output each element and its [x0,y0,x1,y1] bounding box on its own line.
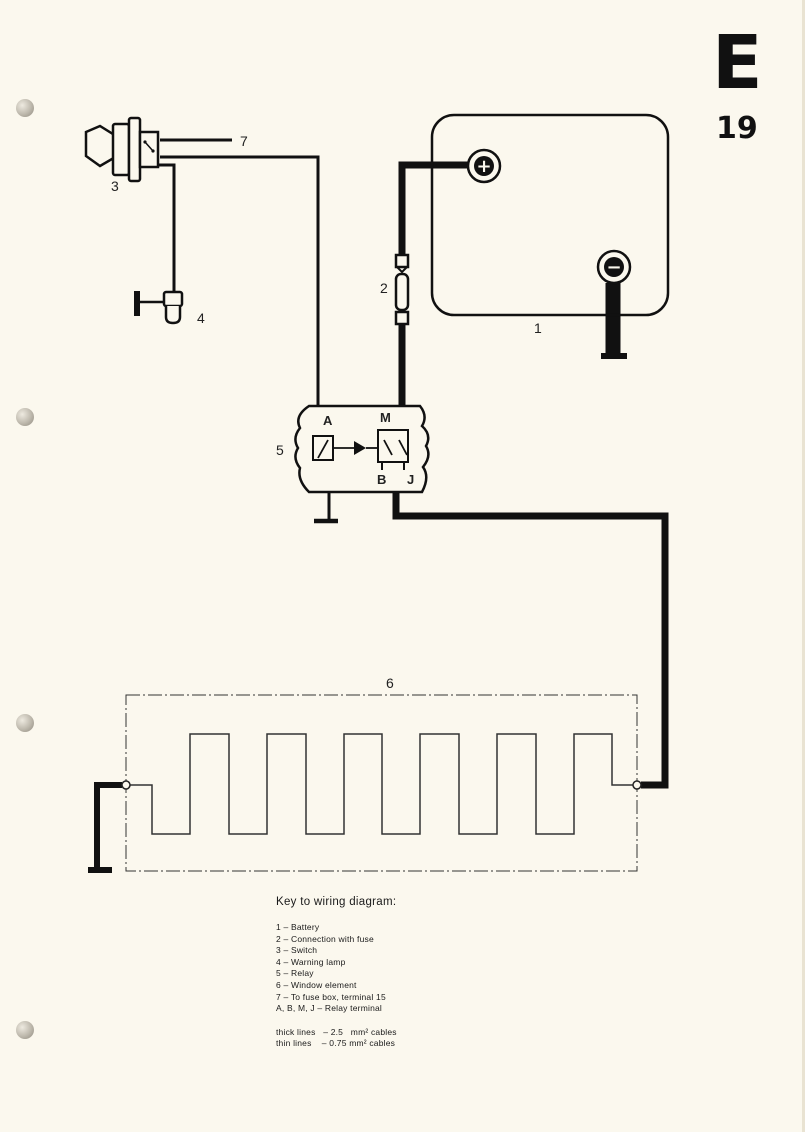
section-letter: E [712,20,763,106]
lamp-socket [162,290,184,308]
wire-fuse-to-battery-positive [398,161,468,255]
switch [84,116,160,183]
key-item: 3 – Switch [276,945,318,956]
heating-grid [127,733,637,835]
battery-case [430,113,670,317]
relay-terminal-b-label: B [377,472,386,487]
key-item: 6 – Window element [276,979,357,990]
label-window-element: 6 [386,675,394,691]
binder-hole-1 [16,99,34,117]
key-title: Key to wiring diagram: [276,896,397,908]
binder-hole-4 [16,1021,34,1039]
key-list: 1 – Battery 2 – Connection with fuse 3 –… [276,922,397,1015]
relay [294,404,430,494]
key-item: 1 – Battery [276,922,320,932]
fuse-holder-top [394,253,410,269]
key-item: 2 – Connection with fuse [276,933,374,944]
wire-relay-j-to-window-element [392,476,669,789]
switch-bezel [111,122,131,177]
page-edge [802,0,805,1132]
switch-body [138,130,160,169]
binder-hole-3 [16,714,34,732]
binder-hole-2 [16,408,34,426]
cable-note-thick: thick lines – 2.5 mm² cables [276,1026,397,1037]
cable-note-thin: thin lines – 0.75 mm² cables [276,1038,396,1049]
battery-positive-symbol: + [476,156,491,177]
section-number: 19 [716,111,758,146]
warning-lamp [134,290,184,325]
label-fuse-connection: 2 [380,280,388,296]
switch-flange [127,116,142,183]
window-element-terminal-right [632,780,642,790]
relay-contacts [377,429,409,463]
relay-actuator-arrow [354,441,366,455]
battery [430,113,670,317]
battery-negative-symbol: − [606,257,621,278]
cable-notes: thick lines – 2.5 mm² cables thin lines … [276,1027,397,1050]
relay-terminal-m-label: M [380,410,391,425]
lamp-bulb [164,306,182,325]
fuse-body [394,272,410,312]
label-switch: 3 [111,178,119,194]
relay-terminal-a-label: A [323,413,333,428]
label-warning-lamp: 4 [197,310,205,326]
wiring-key: Key to wiring diagram: 1 – Battery 2 – C… [276,896,397,1050]
key-item: 7 – To fuse box, terminal 15 [276,991,386,1002]
relay-terminal-j-label: J [407,472,414,487]
label-relay: 5 [276,442,284,458]
label-battery: 1 [534,320,542,336]
label-fuse-box: 7 [240,133,248,149]
fuse-holder-bottom [394,310,410,326]
wire-switch-to-relay-a [160,155,320,418]
window-element-terminal-left [121,780,131,790]
window-element-ground-wire [94,782,122,870]
key-item: 5 – Relay [276,968,314,979]
key-item: A, B, M, J – Relay terminal [276,1003,383,1014]
key-item: 4 – Warning lamp [276,956,346,967]
wire-switch-to-lamp [157,163,176,293]
fuse-connection [394,253,410,326]
window-element [121,694,642,872]
